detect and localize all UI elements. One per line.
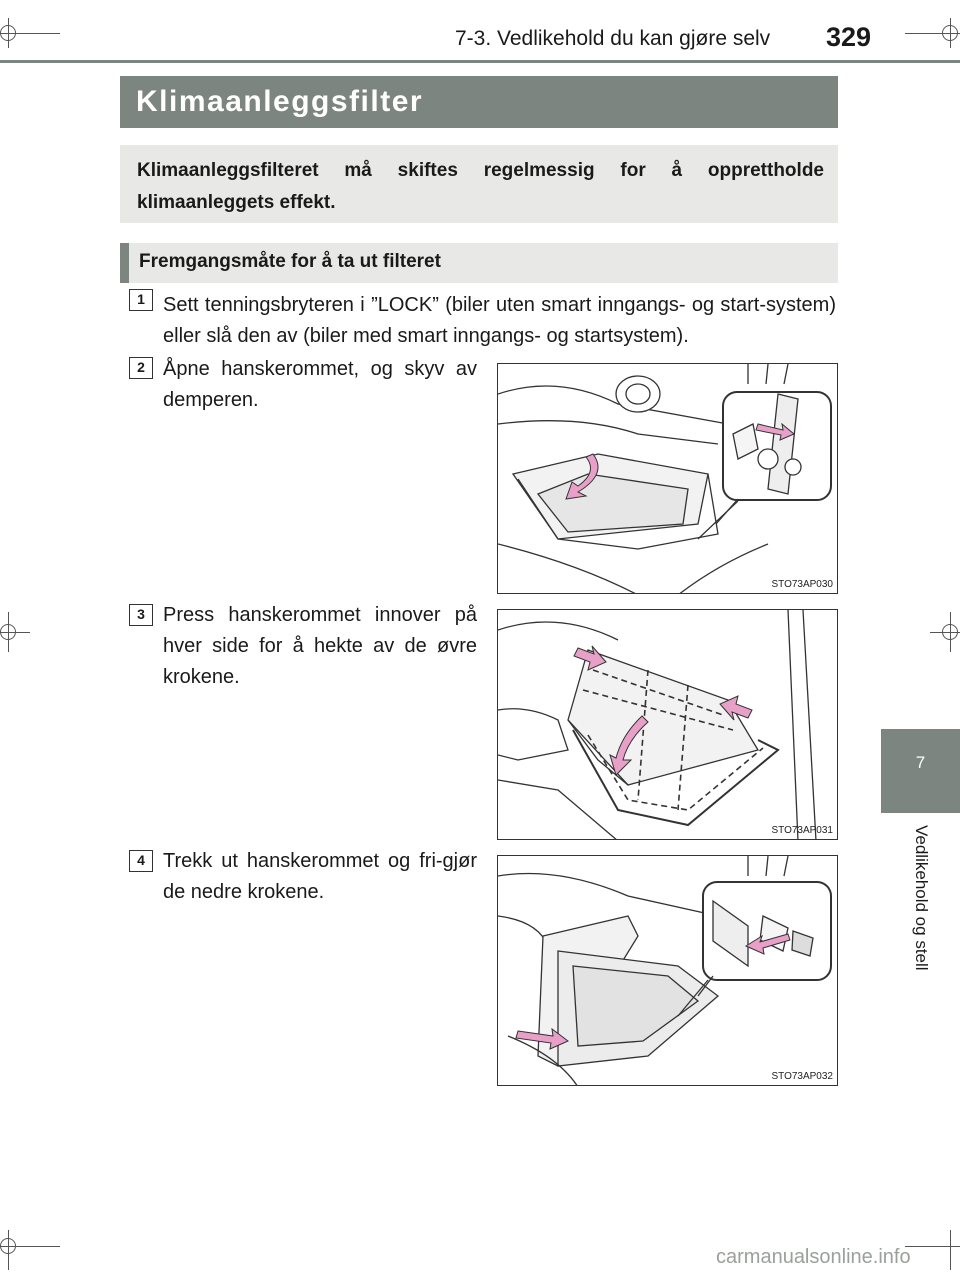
step-badge-2: 2 — [129, 357, 153, 379]
page-number: 329 — [826, 22, 872, 52]
crop-mark — [950, 1230, 951, 1270]
figure-step-4: STO73AP032 — [497, 855, 838, 1086]
glovebox-pull-illustration — [498, 856, 832, 1085]
figure-code-2: STO73AP030 — [771, 579, 833, 590]
crop-mark — [905, 33, 960, 34]
chapter-number: 7 — [915, 753, 926, 772]
crop-mark — [905, 1246, 960, 1247]
step-text-4: Trekk ut hanskerommet og fri-gjør de ned… — [163, 850, 477, 903]
glovebox-press-illustration — [498, 610, 817, 839]
step-badge-4: 4 — [129, 850, 153, 872]
figure-code-4: STO73AP032 — [771, 1071, 833, 1082]
crop-mark — [0, 624, 16, 640]
crop-mark — [942, 624, 958, 640]
step-text-1: Sett tenningsbryteren i ”LOCK” (biler ut… — [163, 294, 836, 347]
crop-mark — [0, 33, 60, 34]
chapter-tab — [881, 729, 960, 813]
figure-step-3: STO73AP031 — [497, 609, 838, 840]
step-text-3: Press hanskerommet innover på hver side … — [163, 604, 477, 688]
crop-mark — [0, 1238, 16, 1254]
subheading: Fremgangsmåte for å ta ut filteret — [139, 251, 441, 272]
chapter-title: Vedlikehold og stell — [912, 825, 931, 971]
crop-mark — [0, 1246, 60, 1247]
figure-code-3: STO73AP031 — [771, 825, 833, 836]
crop-mark — [942, 25, 958, 41]
figure-step-2: STO73AP030 — [497, 363, 838, 594]
subheading-bar — [120, 243, 129, 283]
intro-box — [120, 145, 838, 223]
subheading-box — [120, 243, 838, 283]
glovebox-open-illustration — [498, 364, 832, 593]
header-rule — [0, 60, 960, 63]
step-text-2: Åpne hanskerommet, og skyv av demperen. — [163, 358, 477, 411]
section-header: 7-3. Vedlikehold du kan gjøre selv — [455, 27, 771, 50]
title-band — [120, 76, 838, 128]
crop-mark — [0, 25, 16, 41]
footer-watermark: carmanualsonline.info — [716, 1246, 911, 1268]
intro-text: Klimaanleggsfilteret må skiftes regelmes… — [137, 160, 824, 213]
step-badge-1: 1 — [129, 289, 153, 311]
step-badge-3: 3 — [129, 604, 153, 626]
page-title: Klimaanleggsfilter — [136, 85, 424, 118]
